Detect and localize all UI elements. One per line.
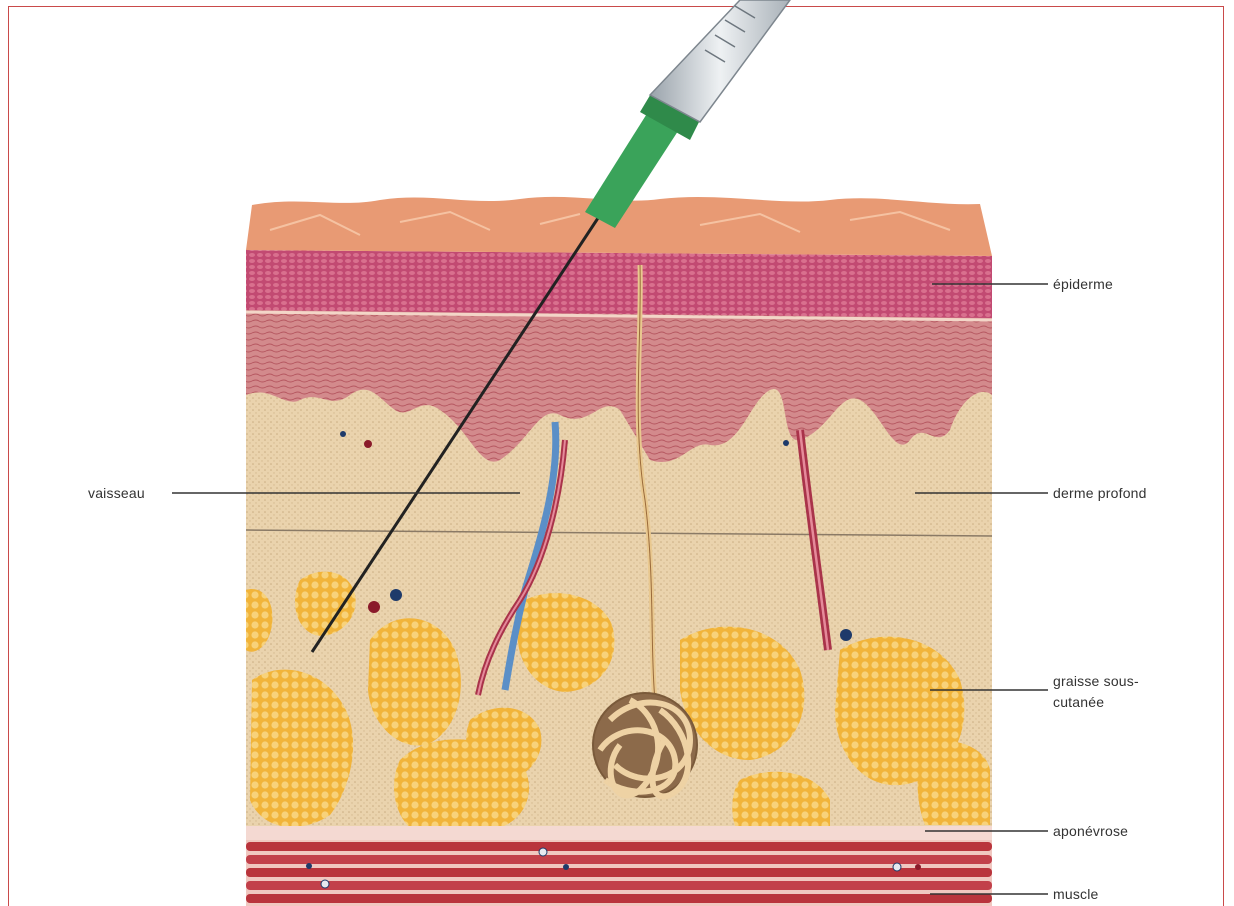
epidermis-layer (246, 250, 992, 318)
label-muscle: muscle (1053, 886, 1099, 903)
sweat-gland-coil (593, 693, 697, 797)
syringe-barrel (650, 0, 790, 122)
aponeurosis-layer (246, 826, 992, 840)
muscle-layer (246, 840, 992, 906)
fat-lobule (918, 741, 991, 825)
label-vaisseau: vaisseau (88, 485, 145, 502)
label-epiderme: épiderme (1053, 276, 1113, 293)
label-aponevrose: aponévrose (1053, 823, 1128, 840)
label-graisse-line2: cutanée (1053, 694, 1104, 711)
label-derme-profond: derme profond (1053, 485, 1147, 502)
label-graisse-line1: graisse sous- (1053, 673, 1139, 690)
